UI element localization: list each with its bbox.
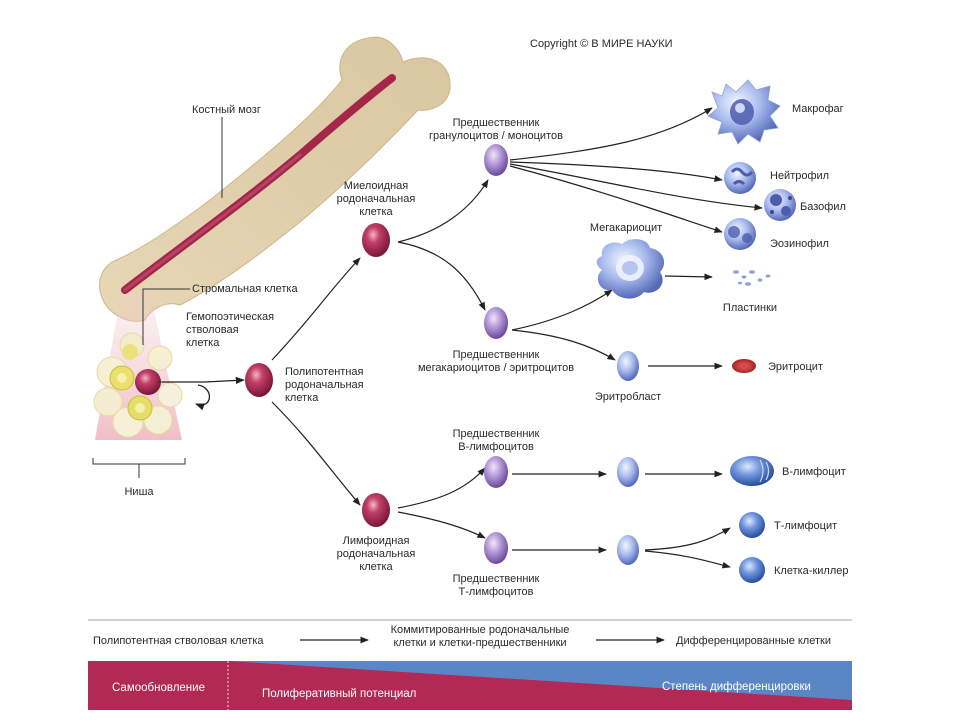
killer-cell	[739, 557, 765, 583]
legend-stage2-2: клетки и клетки-предшественники	[393, 637, 566, 649]
legend-stage2-1: Коммитированные родоначальные	[391, 624, 570, 636]
label-lymphoid-3: клетка	[359, 561, 393, 573]
bar-proliferative: Полиферативный потенциал	[262, 688, 416, 700]
neutrophil-cell	[724, 162, 756, 194]
macrophage-cell	[707, 79, 781, 145]
label-t-lymphocyte: Т-лимфоцит	[774, 520, 837, 532]
t-lymphocyte-cell	[739, 512, 765, 538]
basophil-cell	[764, 189, 796, 221]
label-t-prog-2: Т-лимфоцитов	[459, 586, 534, 598]
label-hsc-2: стволовая	[186, 324, 239, 336]
niche-cell-cluster	[93, 332, 183, 438]
label-multipotent-1: Полипотентная	[285, 366, 364, 378]
label-macrophage: Макрофаг	[792, 103, 844, 115]
bar-self-renewal: Самообновление	[112, 682, 205, 694]
stromal-pointer	[142, 288, 190, 345]
label-gran-mono-1: Предшественник	[453, 117, 540, 129]
label-erythrocyte: Эритроцит	[768, 361, 823, 373]
label-multipotent-2: родоначальная	[285, 379, 364, 391]
label-multipotent-3: клетка	[285, 392, 319, 404]
legend-stage3: Дифференцированные клетки	[676, 635, 831, 647]
lineage-arrows	[271, 107, 763, 569]
label-myeloid-2: родоначальная	[337, 193, 416, 205]
cell-erythroblast	[617, 351, 639, 381]
arrow-to-multipotent	[204, 376, 245, 385]
label-lymphoid-1: Лимфоидная	[343, 535, 410, 547]
bar-differentiation: Степень дифференцировки	[662, 681, 811, 693]
label-gran-mono-2: гранулоцитов / моноцитов	[429, 130, 563, 142]
niche-bracket	[92, 458, 186, 465]
self-renewal-curl	[195, 384, 211, 411]
legend-stage1: Полипотентная стволовая клетка	[93, 635, 264, 647]
label-b-prog-1: Предшественник	[453, 428, 540, 440]
label-megakaryocyte: Мегакариоцит	[590, 222, 662, 234]
label-bone-marrow: Костный мозг	[192, 104, 261, 116]
cell-t-precursor	[617, 535, 639, 565]
label-eosinophil: Эозинофил	[770, 238, 829, 250]
cell-b-precursor	[617, 457, 639, 487]
label-myeloid-3: клетка	[359, 206, 393, 218]
cell-multipotent	[245, 363, 273, 397]
label-b-lymphocyte: В-лимфоцит	[782, 466, 846, 478]
label-platelets: Пластинки	[723, 302, 777, 314]
label-niche: Ниша	[124, 486, 154, 498]
erythrocyte-cell	[732, 359, 756, 373]
cell-b-progenitor	[484, 456, 508, 488]
label-killer: Клетка-киллер	[774, 565, 848, 577]
label-lymphoid-2: родоначальная	[337, 548, 416, 560]
label-neutrophil: Нейтрофил	[770, 170, 829, 182]
label-stromal-cell: Стромальная клетка	[192, 283, 298, 295]
potential-bar: Самообновление Полиферативный потенциал …	[88, 661, 852, 710]
label-hsc-3: клетка	[186, 337, 220, 349]
megakaryocyte-cell	[596, 239, 665, 299]
cell-t-progenitor	[484, 532, 508, 564]
eosinophil-cell	[724, 218, 756, 250]
label-mega-ery-2: мегакариоцитов / эритроцитов	[418, 362, 574, 374]
label-mega-ery-1: Предшественник	[453, 349, 540, 361]
bone-illustration	[99, 36, 451, 322]
label-basophil: Базофил	[800, 201, 846, 213]
cell-gran-mono-progenitor	[484, 144, 508, 176]
label-t-prog-1: Предшественник	[453, 573, 540, 585]
b-lymphocyte-cell	[730, 456, 774, 486]
platelets-cluster	[733, 270, 771, 286]
label-hsc-1: Гемопоэтическая	[186, 311, 274, 323]
label-erythroblast: Эритробласт	[595, 391, 661, 403]
copyright-text: Copyright © В МИРЕ НАУКИ	[530, 38, 673, 50]
cell-myeloid	[362, 223, 390, 257]
cell-lymphoid	[362, 493, 390, 527]
label-b-prog-2: В-лимфоцитов	[458, 441, 534, 453]
cell-mega-ery-progenitor	[484, 307, 508, 339]
label-myeloid-1: Миелоидная	[344, 180, 408, 192]
